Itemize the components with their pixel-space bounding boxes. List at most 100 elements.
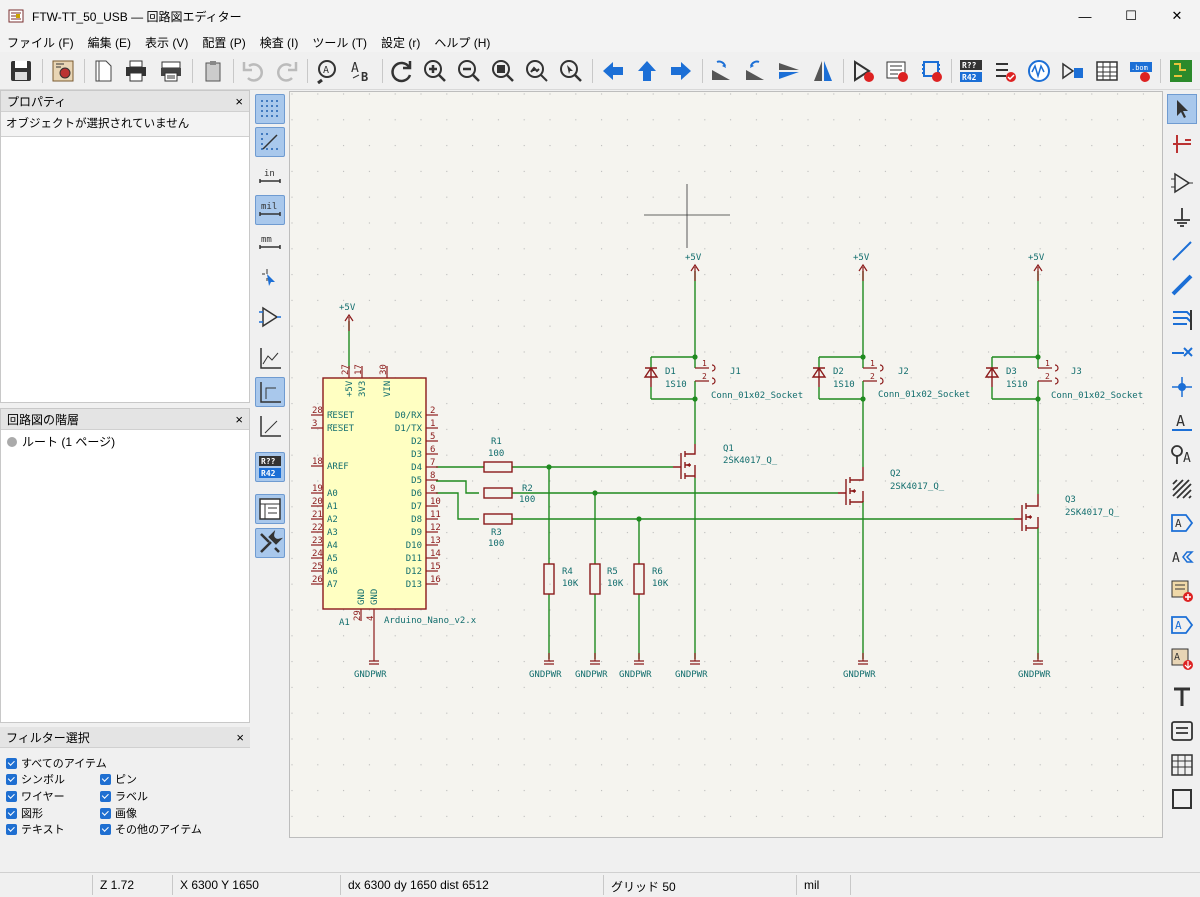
add-label-icon[interactable]: A bbox=[1167, 406, 1197, 436]
navigate-up-icon[interactable] bbox=[632, 56, 662, 86]
mirror-horizontal-icon[interactable] bbox=[808, 56, 838, 86]
line-mode-90-icon[interactable] bbox=[255, 377, 285, 407]
arduino-value: Arduino_Nano_v2.x bbox=[384, 616, 477, 626]
paste-icon[interactable] bbox=[198, 56, 228, 86]
symbol-library-icon[interactable] bbox=[882, 56, 912, 86]
no-connect-icon[interactable] bbox=[1167, 338, 1197, 368]
units-mil-icon[interactable]: mil bbox=[255, 195, 285, 225]
menu-help[interactable]: ヘルプ (H) bbox=[434, 35, 491, 50]
cursor-crosshair-icon[interactable] bbox=[255, 264, 285, 294]
filter-pins[interactable]: ピン bbox=[100, 771, 137, 787]
add-table-icon[interactable] bbox=[1167, 750, 1197, 780]
plot-icon[interactable] bbox=[156, 56, 186, 86]
properties-panel-toggle-icon[interactable] bbox=[255, 528, 285, 558]
zoom-objects-icon[interactable] bbox=[522, 56, 552, 86]
units-inch-icon[interactable]: in bbox=[255, 162, 285, 192]
add-net-class-icon[interactable]: A bbox=[1167, 440, 1197, 470]
pin-number: 15 bbox=[430, 562, 441, 572]
filter-wires[interactable]: ワイヤー bbox=[6, 788, 65, 804]
import-sheet-pin-icon[interactable]: A bbox=[1167, 644, 1197, 674]
filter-all-items[interactable]: すべてのアイテム bbox=[6, 755, 107, 771]
menu-view[interactable]: 表示 (V) bbox=[145, 35, 189, 50]
zoom-selection-icon[interactable] bbox=[556, 56, 586, 86]
minimize-button[interactable]: — bbox=[1078, 8, 1092, 24]
undo-icon[interactable] bbox=[238, 56, 268, 86]
add-textbox-icon[interactable] bbox=[1167, 716, 1197, 746]
filter-graphics[interactable]: 図形 bbox=[6, 805, 43, 821]
filter-symbols[interactable]: シンボル bbox=[6, 771, 65, 787]
menu-place[interactable]: 配置 (P) bbox=[202, 35, 246, 50]
properties-close-button[interactable]: × bbox=[235, 93, 243, 109]
units-mm-icon[interactable]: mm bbox=[255, 228, 285, 258]
add-bus-icon[interactable] bbox=[1167, 270, 1197, 300]
grid-override-icon[interactable] bbox=[255, 127, 285, 157]
svg-text:A: A bbox=[351, 61, 359, 76]
zoom-fit-icon[interactable] bbox=[488, 56, 518, 86]
filter-panel: フィルター選択× すべてのアイテム シンボル ピン ワイヤー ラベル 図形 画像… bbox=[0, 727, 250, 840]
zoom-out-icon[interactable] bbox=[454, 56, 484, 86]
erc-icon[interactable] bbox=[990, 56, 1020, 86]
assign-footprints-icon[interactable] bbox=[1058, 56, 1088, 86]
filter-text[interactable]: テキスト bbox=[6, 821, 65, 837]
navigate-back-icon[interactable] bbox=[598, 56, 628, 86]
add-text-icon[interactable] bbox=[1167, 682, 1197, 712]
redo-icon[interactable] bbox=[272, 56, 302, 86]
schematic-drawing[interactable]: +5V +5V +5V +5V GNDPWR GNDPWR GNDPWR GND… bbox=[290, 92, 1163, 838]
add-rectangle-icon[interactable] bbox=[1167, 784, 1197, 814]
hierarchy-root-item[interactable]: ルート (1 ページ) bbox=[1, 430, 249, 453]
refresh-icon[interactable] bbox=[386, 56, 416, 86]
menu-preferences[interactable]: 設定 (r) bbox=[381, 35, 421, 50]
menu-edit[interactable]: 編集 (E) bbox=[87, 35, 132, 50]
grid-toggle-icon[interactable] bbox=[255, 94, 285, 124]
add-junction-icon[interactable] bbox=[1167, 372, 1197, 402]
add-sheet-pin-icon[interactable]: A bbox=[1167, 610, 1197, 640]
add-power-icon[interactable] bbox=[1167, 202, 1197, 232]
pin-number: 8 bbox=[430, 471, 435, 481]
add-sheet-icon[interactable] bbox=[1167, 576, 1197, 606]
close-window-button[interactable]: ✕ bbox=[1171, 8, 1183, 23]
line-mode-free-icon[interactable] bbox=[255, 343, 285, 373]
filter-close-button[interactable]: × bbox=[236, 729, 244, 745]
menu-file[interactable]: ファイル (F) bbox=[7, 35, 74, 50]
annotation-display-icon[interactable]: R??R42 bbox=[255, 452, 285, 482]
schematic-canvas[interactable]: +5V +5V +5V +5V GNDPWR GNDPWR GNDPWR GND… bbox=[289, 91, 1163, 838]
add-rule-area-icon[interactable] bbox=[1167, 474, 1197, 504]
filter-images[interactable]: 画像 bbox=[100, 805, 137, 821]
add-wire-icon[interactable] bbox=[1167, 236, 1197, 266]
page-settings-icon[interactable] bbox=[88, 56, 118, 86]
filter-labels[interactable]: ラベル bbox=[100, 788, 148, 804]
pcb-editor-icon[interactable] bbox=[1166, 56, 1196, 86]
select-tool-icon[interactable] bbox=[1167, 94, 1197, 124]
add-symbol-icon[interactable] bbox=[1167, 168, 1197, 198]
menu-tools[interactable]: ツール (T) bbox=[312, 35, 368, 50]
maximize-button[interactable]: ☐ bbox=[1125, 8, 1137, 23]
add-bus-entry-icon[interactable] bbox=[1167, 304, 1197, 334]
line-mode-45-icon[interactable] bbox=[255, 411, 285, 441]
filter-other-items[interactable]: その他のアイテム bbox=[100, 821, 202, 837]
navigate-forward-icon[interactable] bbox=[666, 56, 696, 86]
add-global-label-icon[interactable]: A bbox=[1167, 508, 1197, 538]
bom-icon[interactable]: .bom bbox=[1126, 56, 1156, 86]
zoom-in-icon[interactable] bbox=[420, 56, 450, 86]
find-icon[interactable]: A bbox=[312, 56, 342, 86]
hidden-pins-icon[interactable] bbox=[255, 302, 285, 332]
annotate-icon[interactable]: R??R42 bbox=[956, 56, 986, 86]
menu-inspect[interactable]: 検査 (I) bbox=[259, 35, 299, 50]
hierarchy-panel-toggle-icon[interactable] bbox=[255, 494, 285, 524]
arduino-nano-symbol[interactable]: RESET28RESET3AREF18A019A120A221A322A423A… bbox=[311, 364, 477, 653]
add-hierarchical-label-icon[interactable]: A bbox=[1167, 542, 1197, 572]
mirror-vertical-icon[interactable] bbox=[774, 56, 804, 86]
simulator-icon[interactable] bbox=[1024, 56, 1054, 86]
save-icon[interactable] bbox=[6, 56, 36, 86]
schematic-setup-icon[interactable] bbox=[48, 56, 78, 86]
symbol-editor-icon[interactable] bbox=[848, 56, 878, 86]
hierarchy-close-button[interactable]: × bbox=[235, 411, 243, 427]
rotate-ccw-icon[interactable] bbox=[706, 56, 736, 86]
footprint-editor-icon[interactable] bbox=[916, 56, 946, 86]
symbol-fields-table-icon[interactable] bbox=[1092, 56, 1122, 86]
highlight-net-icon[interactable] bbox=[1167, 128, 1197, 158]
annotate-bottom-text: R42 bbox=[962, 73, 977, 82]
print-icon[interactable] bbox=[121, 56, 151, 86]
rotate-cw-icon[interactable] bbox=[740, 56, 770, 86]
